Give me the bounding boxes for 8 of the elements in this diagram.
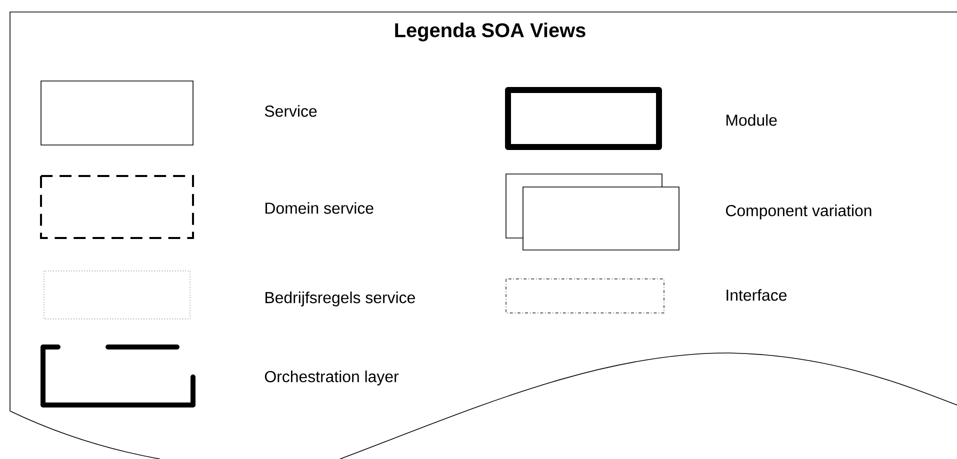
legend-label: Orchestration layer bbox=[264, 370, 399, 386]
legend-label: Component variation bbox=[726, 204, 872, 220]
legend-label: Domein service bbox=[266, 202, 374, 214]
legend-label: Interface bbox=[726, 289, 787, 301]
legend-label: Service bbox=[264, 105, 317, 117]
legend-label: Bedrijfsregels service bbox=[266, 292, 415, 306]
legend-label: Module bbox=[726, 114, 777, 126]
title: Legenda SOA Views bbox=[395, 22, 586, 42]
